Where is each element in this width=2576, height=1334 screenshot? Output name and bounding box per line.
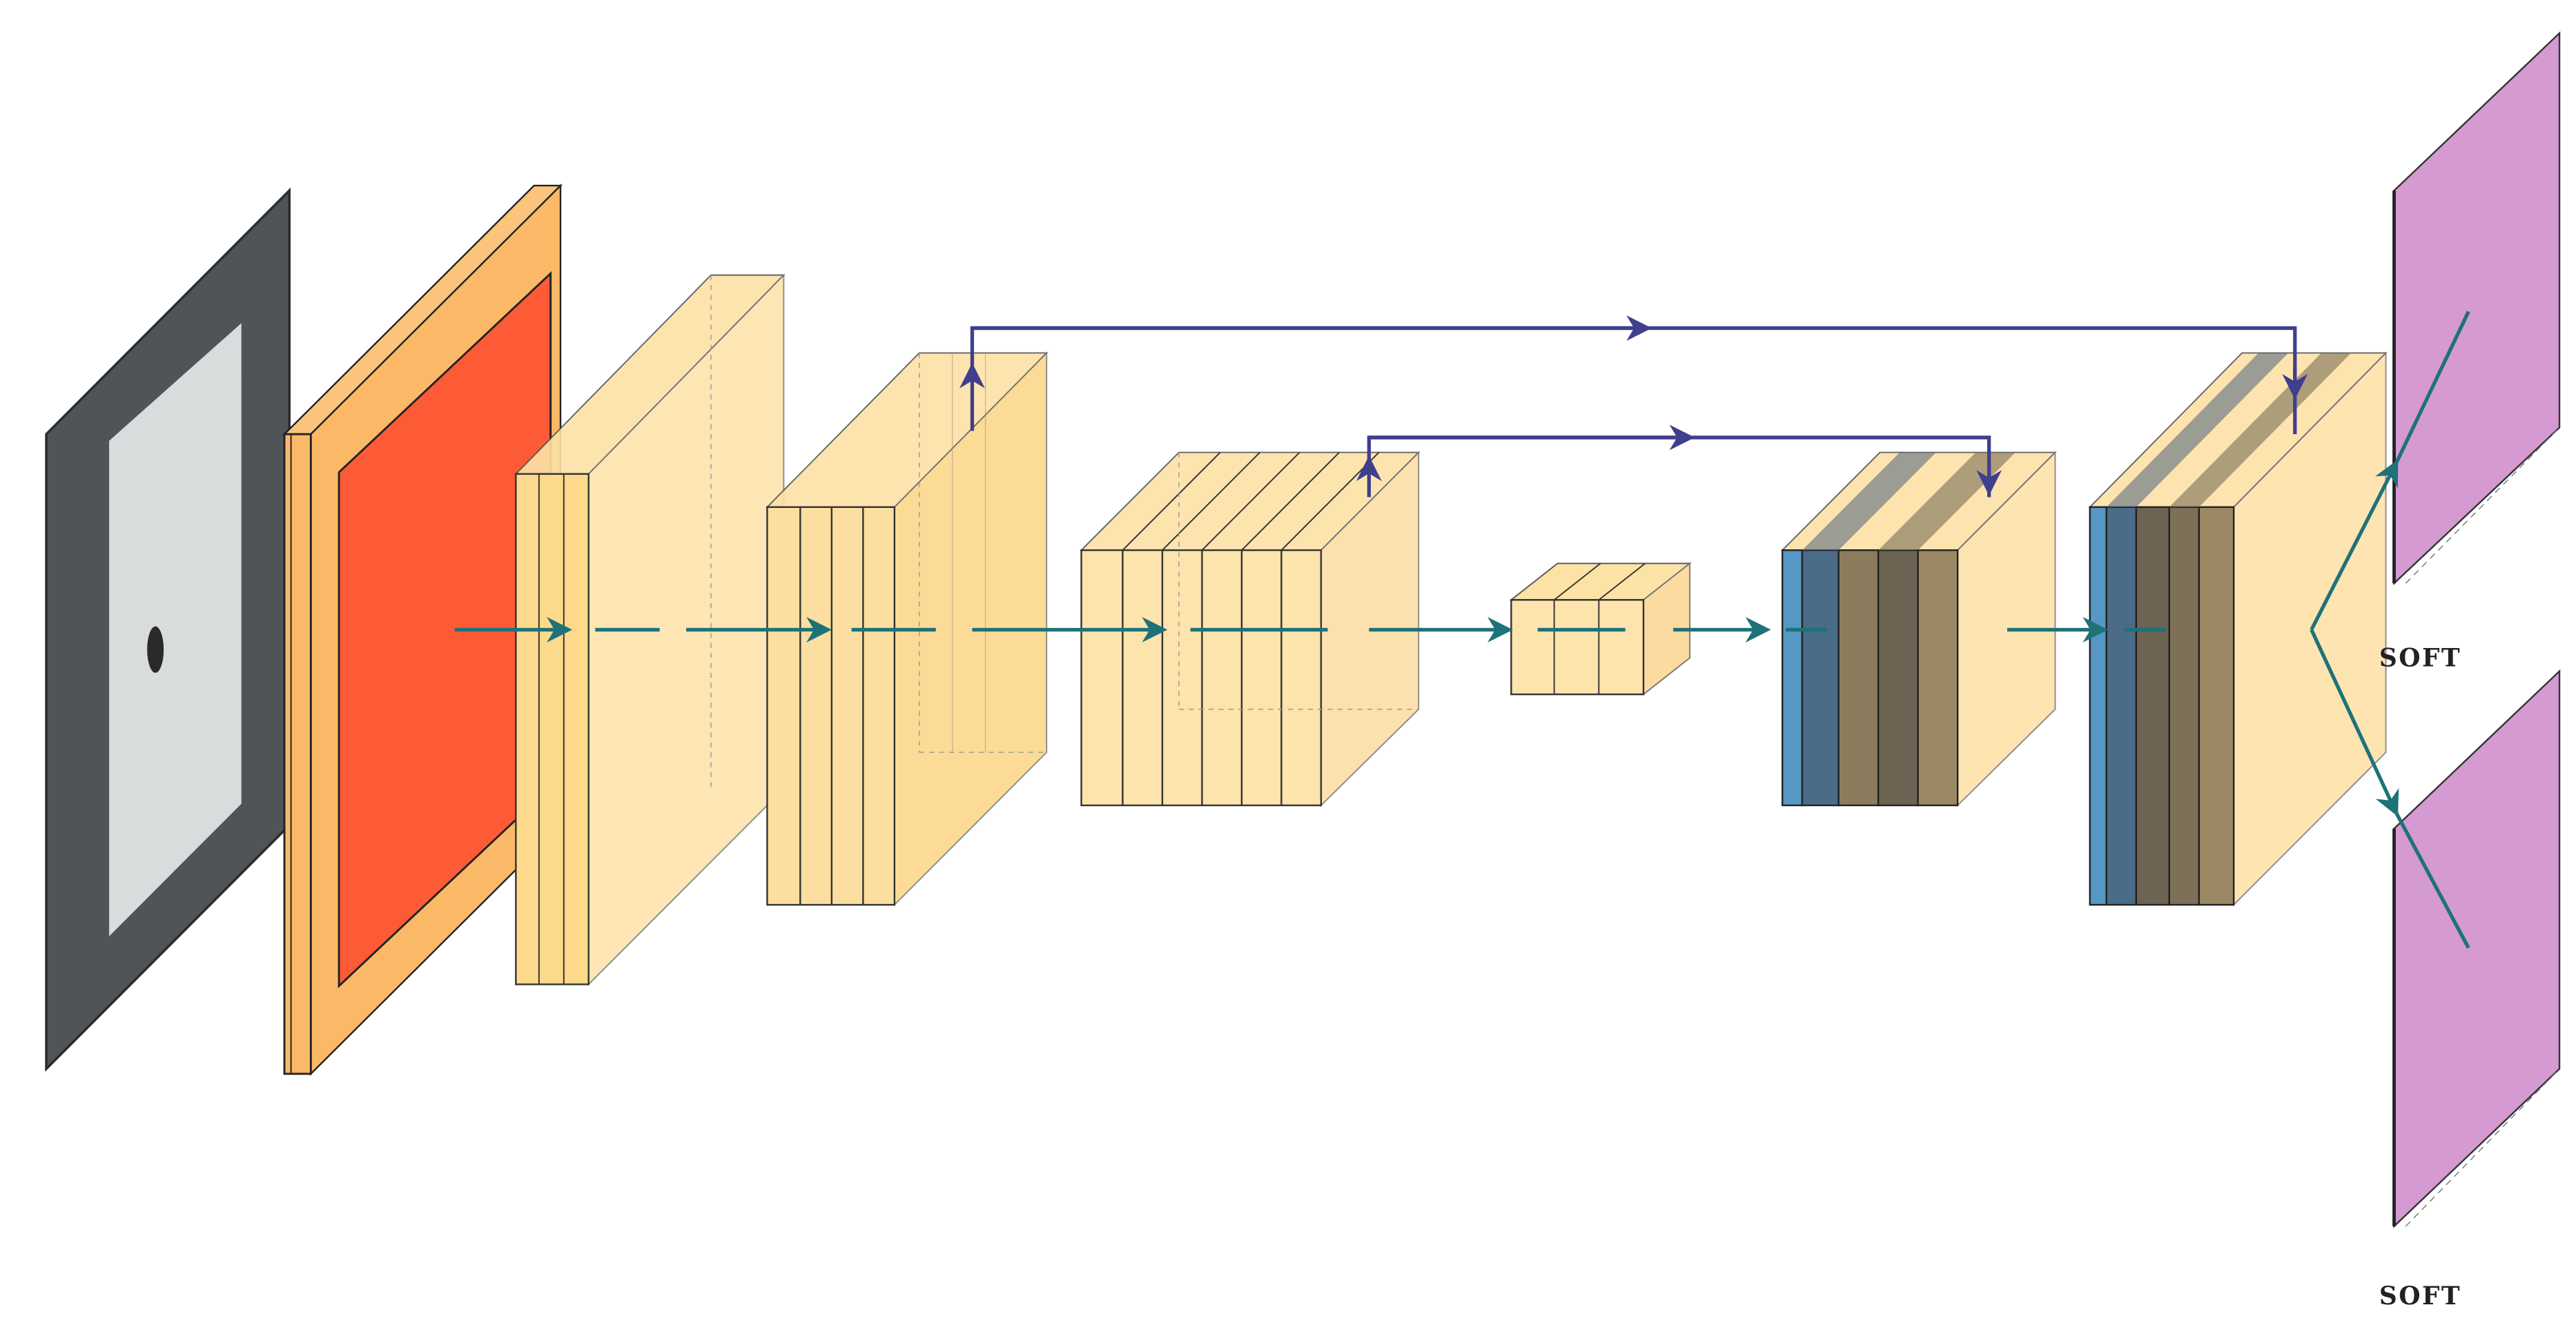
conv-block-3 — [765, 351, 1048, 907]
input-image — [45, 187, 291, 1072]
conv-block-1 — [282, 184, 563, 1076]
conv-block-2 — [514, 273, 786, 986]
skip-connection-outer — [959, 315, 2308, 435]
softmax-output-top — [2392, 31, 2561, 586]
softmax-output-bottom — [2392, 669, 2561, 1228]
skip-connection-inner — [1356, 424, 2002, 498]
decoder-block-1 — [1780, 451, 2057, 807]
flow-arrows — [454, 311, 2470, 949]
softmax-label-top: SOFT — [2379, 643, 2461, 672]
decoder-block-2 — [2088, 351, 2388, 907]
softmax-label-bottom: SOFT — [2379, 1282, 2461, 1311]
bottleneck-block — [1509, 562, 1692, 696]
